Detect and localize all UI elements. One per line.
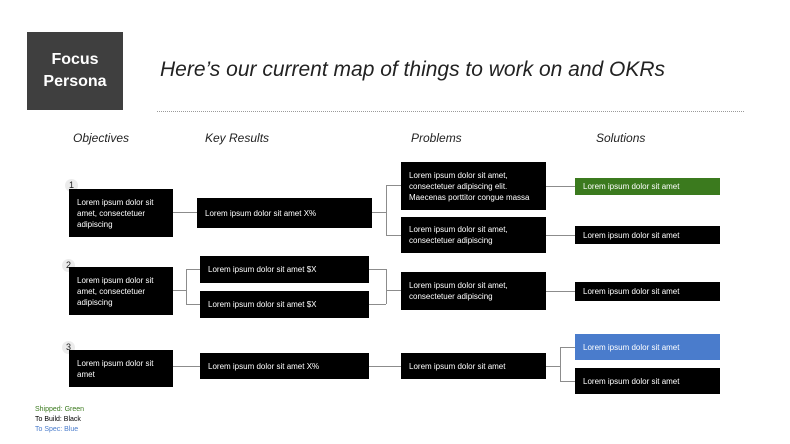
- key-result-box-2b: Lorem ipsum dolor sit amet $X: [200, 291, 369, 318]
- key-result-box-1: Lorem ipsum dolor sit amet X%: [197, 198, 372, 228]
- legend-build: To Build: Black: [35, 416, 81, 423]
- problem-box-1a: Lorem ipsum dolor sit amet, consectetuer…: [401, 162, 546, 210]
- key-result-box-3: Lorem ipsum dolor sit amet X%: [200, 353, 369, 379]
- objective-box-2: Lorem ipsum dolor sit amet, consectetuer…: [69, 267, 173, 315]
- title-divider: [157, 111, 744, 112]
- problem-box-2: Lorem ipsum dolor sit amet, consectetuer…: [401, 272, 546, 310]
- key-result-box-2a: Lorem ipsum dolor sit amet $X: [200, 256, 369, 283]
- problem-box-3: Lorem ipsum dolor sit amet: [401, 353, 546, 379]
- objective-box-3: Lorem ipsum dolor sit amet: [69, 350, 173, 387]
- solution-box-1b: Lorem ipsum dolor sit amet: [575, 226, 720, 244]
- objective-box-1: Lorem ipsum dolor sit amet, consectetuer…: [69, 189, 173, 237]
- legend-spec: To Spec: Blue: [35, 426, 79, 433]
- solution-box-1a: Lorem ipsum dolor sit amet: [575, 178, 720, 195]
- column-header-objectives: Objectives: [73, 131, 130, 145]
- column-header-key-results: Key Results: [205, 131, 270, 145]
- column-header-solutions: Solutions: [596, 131, 646, 145]
- column-header-problems: Problems: [411, 131, 462, 145]
- solution-box-2: Lorem ipsum dolor sit amet: [575, 282, 720, 301]
- legend-shipped: Shipped: Green: [35, 406, 85, 413]
- objective-number-1: 1: [65, 179, 78, 192]
- solution-box-3b: Lorem ipsum dolor sit amet: [575, 368, 720, 394]
- page-title: Here’s our current map of things to work…: [160, 58, 666, 81]
- solution-box-3a: Lorem ipsum dolor sit amet: [575, 334, 720, 360]
- focus-persona-badge: Focus Persona: [27, 32, 123, 110]
- badge-line-1: Focus: [51, 51, 99, 68]
- badge-line-2: Persona: [43, 73, 107, 90]
- problem-box-1b: Lorem ipsum dolor sit amet, consectetuer…: [401, 217, 546, 253]
